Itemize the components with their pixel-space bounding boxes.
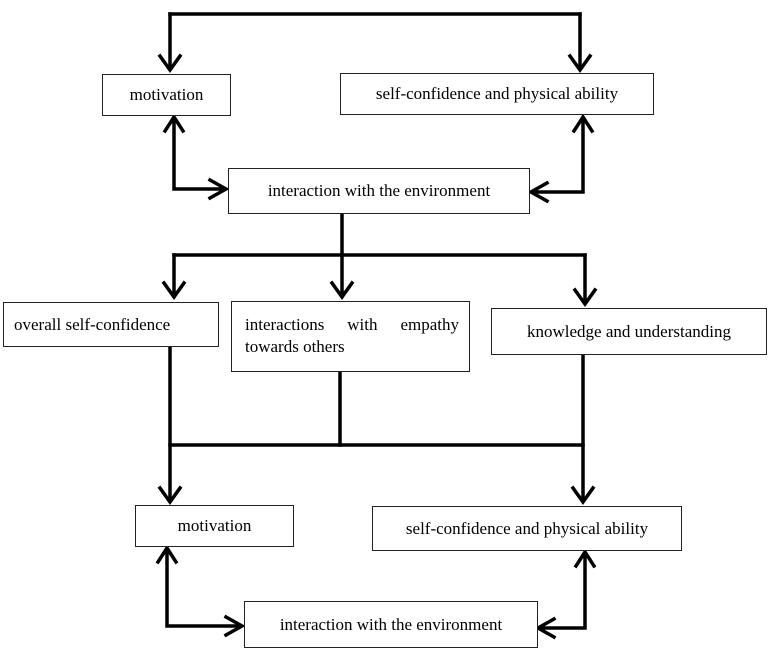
top-interaction-box: interaction with the environment	[228, 168, 530, 214]
arrowhead-right-top-interaction	[207, 177, 230, 201]
arrowhead-up-top-self-confidence	[571, 113, 595, 134]
arrowhead-left-top-interaction	[527, 180, 550, 204]
interactions-empathy-label: interactions with empathy towards others	[245, 315, 459, 356]
bottom-motivation-to-interaction-line	[165, 549, 242, 628]
bottom-self-confidence-label: self-confidence and physical ability	[405, 518, 649, 538]
arrowhead-down-bottom-self-confidence	[570, 485, 596, 506]
overall-self-confidence-box: overall self-confidence	[3, 302, 219, 347]
arrowhead-left-bottom-interaction	[534, 616, 557, 640]
arrowhead-down-top-self-confidence	[567, 53, 593, 74]
top-self-confidence-label: self-confidence and physical ability	[375, 84, 619, 103]
arrowhead-down-knowledge	[572, 287, 598, 308]
arrowhead-down-interactions-empathy	[329, 280, 355, 301]
top-motivation-to-interaction-line	[172, 118, 226, 191]
bottom-motivation-label: motivation	[177, 516, 252, 535]
top-interaction-label: interaction with the environment	[267, 181, 491, 200]
bottom-interaction-box: interaction with the environment	[244, 601, 538, 648]
bottom-interaction-label: interaction with the environment	[279, 614, 503, 634]
knowledge-understanding-box: knowledge and understanding	[491, 308, 767, 355]
interactions-empathy-box: interactions with empathy towards others	[231, 301, 470, 372]
knowledge-understanding-label: knowledge and understanding	[527, 321, 731, 341]
arrowhead-down-bottom-motivation	[157, 485, 183, 506]
arrowhead-down-overall-self-confidence	[161, 280, 187, 301]
arrowhead-up-top-motivation	[162, 113, 186, 134]
top-motivation-box: motivation	[102, 74, 231, 116]
bottom-motivation-box: motivation	[135, 505, 294, 547]
arrowhead-up-bottom-motivation	[155, 544, 179, 565]
bottom-self-confidence-box: self-confidence and physical ability	[372, 506, 682, 551]
top-self-confidence-to-interaction-line	[531, 118, 585, 194]
arrowhead-right-bottom-interaction	[223, 614, 246, 638]
overall-self-confidence-label: overall self-confidence	[14, 314, 171, 334]
arrowhead-up-bottom-self-confidence	[573, 548, 597, 569]
arrowhead-down-top-motivation	[157, 53, 183, 74]
top-self-confidence-box: self-confidence and physical ability	[340, 73, 654, 115]
top-motivation-label: motivation	[129, 85, 204, 104]
bottom-self-confidence-to-interaction-line	[538, 553, 587, 630]
